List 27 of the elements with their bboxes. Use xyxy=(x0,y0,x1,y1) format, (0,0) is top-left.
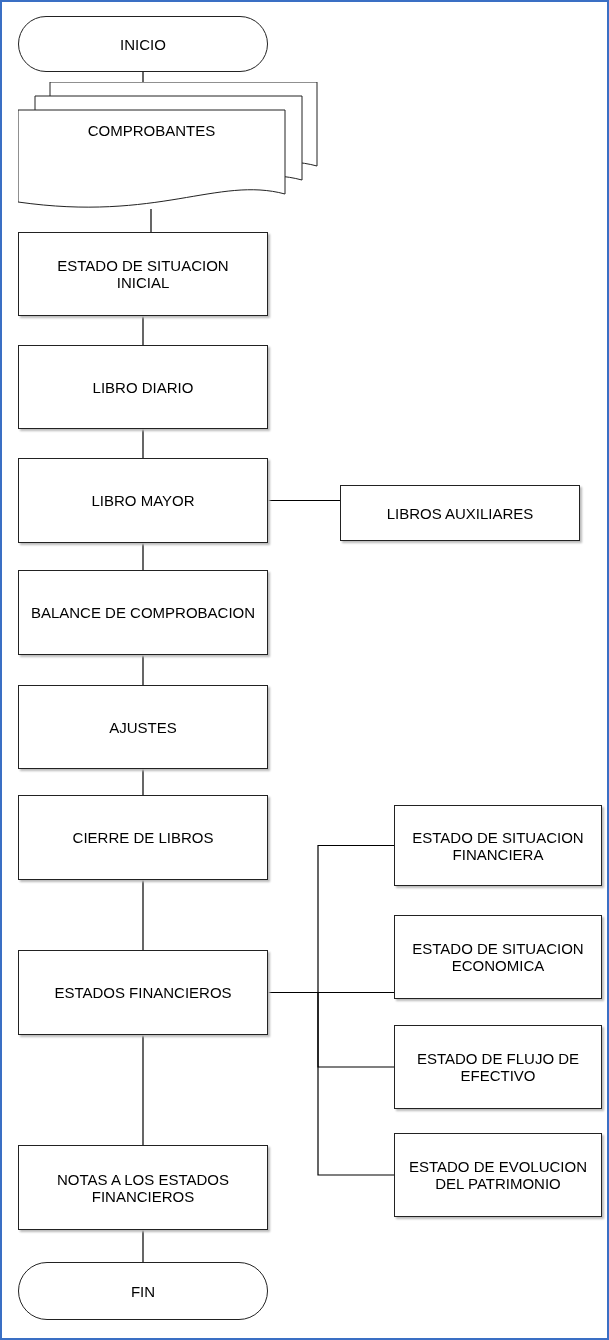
connector-line xyxy=(142,315,144,346)
connector-line xyxy=(142,71,144,83)
process-box: ESTADO DE FLUJO DE EFECTIVO xyxy=(394,1025,602,1109)
connector-line xyxy=(142,542,144,571)
process-box: LIBRO DIARIO xyxy=(18,345,268,429)
process-box: AJUSTES xyxy=(18,685,268,769)
connector-line xyxy=(267,499,341,502)
process-box: CIERRE DE LIBROS xyxy=(18,795,268,880)
terminator-shape: INICIO xyxy=(18,16,268,72)
process-box: ESTADO DE SITUACION FINANCIERA xyxy=(394,805,602,886)
connector-line xyxy=(142,654,144,686)
process-box: LIBROS AUXILIARES xyxy=(340,485,580,541)
connector-line xyxy=(142,1034,144,1146)
process-box: NOTAS A LOS ESTADOS FINANCIEROS xyxy=(18,1145,268,1230)
process-box: ESTADO DE EVOLUCION DEL PATRIMONIO xyxy=(394,1133,602,1217)
process-box: ESTADOS FINANCIEROS xyxy=(18,950,268,1035)
connector-line xyxy=(142,1229,144,1263)
connector-line xyxy=(142,768,144,796)
connector-line xyxy=(267,991,395,1176)
connector-line xyxy=(150,208,152,233)
process-box: BALANCE DE COMPROBACION xyxy=(18,570,268,655)
process-box: LIBRO MAYOR xyxy=(18,458,268,543)
terminator-shape: FIN xyxy=(18,1262,268,1320)
process-box: ESTADO DE SITUACION ECONOMICA xyxy=(394,915,602,999)
connector-line xyxy=(142,428,144,459)
process-box: ESTADO DE SITUACION INICIAL xyxy=(18,232,268,316)
connector-line xyxy=(142,879,144,951)
